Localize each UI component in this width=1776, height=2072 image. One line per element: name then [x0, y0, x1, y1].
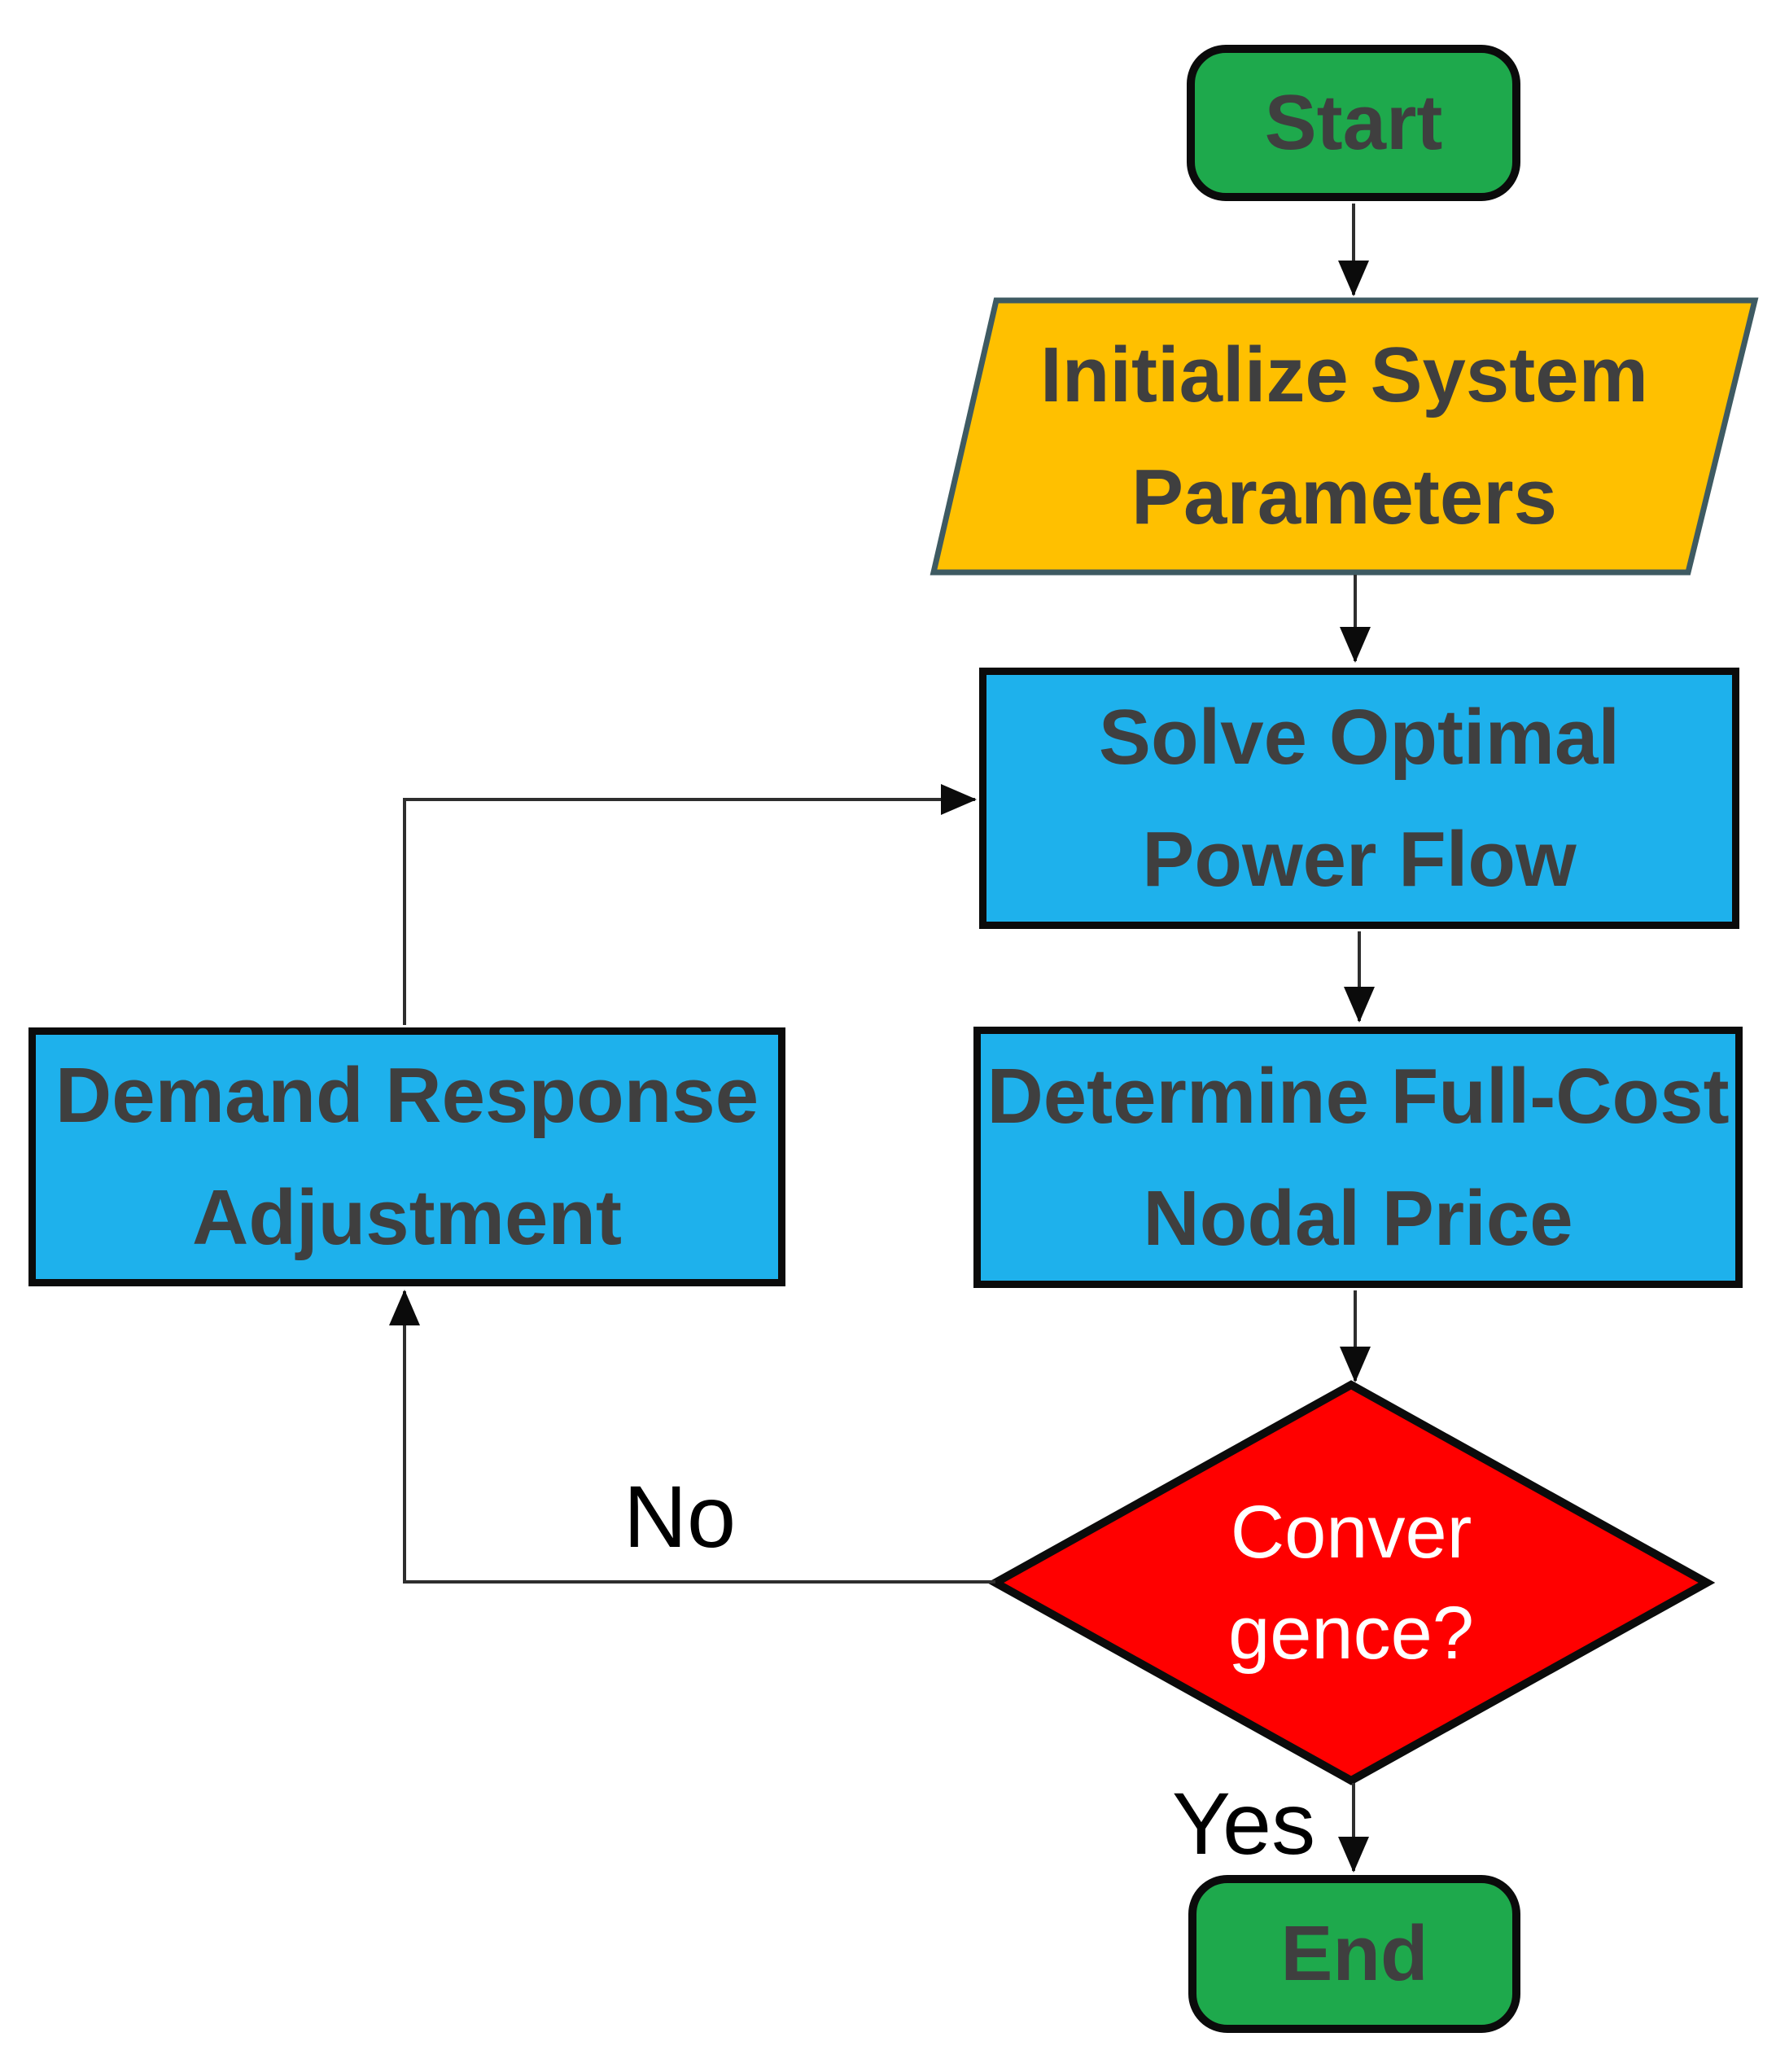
node-end-label: End: [1280, 1910, 1428, 1997]
arrow-demand-to-solve-loop: [403, 784, 977, 1025]
edge-label-yes: Yes: [1130, 1768, 1358, 1878]
node-solve-line1: Solve Optimal: [1098, 693, 1621, 781]
edge-label-no-text: No: [623, 1467, 737, 1566]
node-solve-optimal-power-flow: Solve Optimal Power Flow: [979, 668, 1739, 929]
arrow-decision-to-demand-no: [389, 1290, 995, 1584]
node-end: End: [1188, 1875, 1520, 2033]
node-start: Start: [1187, 45, 1520, 201]
node-determine-line1: Determine Full-Cost: [986, 1052, 1730, 1140]
node-determine-line2: Nodal Price: [1143, 1174, 1573, 1262]
node-demand-line1: Demand Response: [55, 1052, 759, 1139]
node-start-label: Start: [1264, 79, 1443, 166]
initialize-parallelogram-shape: [930, 297, 1759, 576]
node-demand-response-adjustment: Demand Response Adjustment: [28, 1027, 785, 1286]
edge-label-no: No: [570, 1461, 790, 1571]
node-determine-full-cost-nodal-price: Determine Full-Cost Nodal Price: [973, 1027, 1743, 1288]
node-solve-line2: Power Flow: [1142, 815, 1577, 903]
convergence-diamond-shape: [986, 1380, 1716, 1785]
node-demand-line2: Adjustment: [192, 1174, 622, 1261]
edge-label-yes-text: Yes: [1171, 1774, 1316, 1873]
